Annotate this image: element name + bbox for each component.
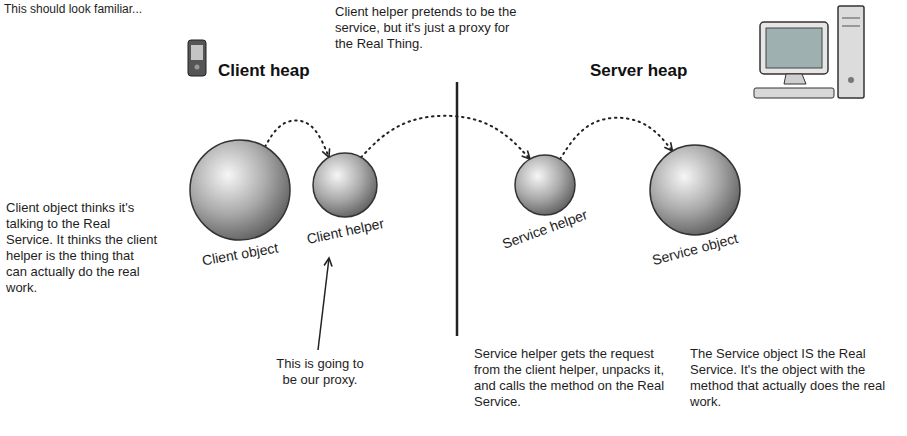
heap-object: Service object: [643, 143, 747, 267]
call-connector: [560, 118, 673, 159]
object-label: Client object: [183, 236, 296, 271]
heap-object: Client helper: [298, 151, 393, 249]
object-sphere: [190, 140, 290, 240]
heap-blob: [472, 93, 803, 330]
object-label: Client helper: [297, 213, 393, 248]
call-connector: [361, 116, 530, 159]
heap-blob: [164, 93, 452, 323]
heap-region: Client heapClient objectClient helper: [160, 55, 460, 330]
object-sphere: [650, 145, 740, 235]
object-circle: [188, 138, 292, 242]
note-text: This should look familiar...: [4, 1, 244, 17]
heap-object: Client object: [184, 138, 296, 272]
note-box: This is going to be our proxy.: [268, 356, 372, 388]
computer-icon: [754, 6, 864, 98]
object-circle: [648, 143, 742, 237]
phone-icon: [188, 40, 206, 76]
note-box: Client helper pretends to be the service…: [335, 4, 517, 52]
object-circle: [311, 151, 379, 219]
note-text: Client object thinks it's talking to the…: [6, 200, 158, 296]
note-text: Service helper gets the request from the…: [474, 346, 670, 410]
heap-object: Service helper: [492, 153, 598, 247]
note-box: Client object thinks it's talking to the…: [6, 200, 158, 296]
object-circle: [513, 153, 577, 217]
note-text: Client helper pretends to be the service…: [335, 4, 517, 52]
note-text: This is going to be our proxy.: [268, 356, 372, 388]
heap-title: Client heap: [218, 55, 310, 81]
heap-divider: [456, 82, 459, 336]
note-box: This should look familiar...: [4, 1, 244, 17]
leader-arrow: [318, 258, 329, 350]
note-box: Service helper gets the request from the…: [474, 346, 670, 410]
object-sphere: [515, 155, 575, 215]
note-text: The Service object IS the Real Service. …: [690, 346, 900, 410]
call-connector: [265, 120, 329, 157]
heap-region: Server heapService helper Service object: [465, 55, 810, 335]
object-sphere: [313, 153, 377, 217]
heap-title: Server heap: [590, 55, 687, 81]
note-box: The Service object IS the Real Service. …: [690, 346, 900, 410]
